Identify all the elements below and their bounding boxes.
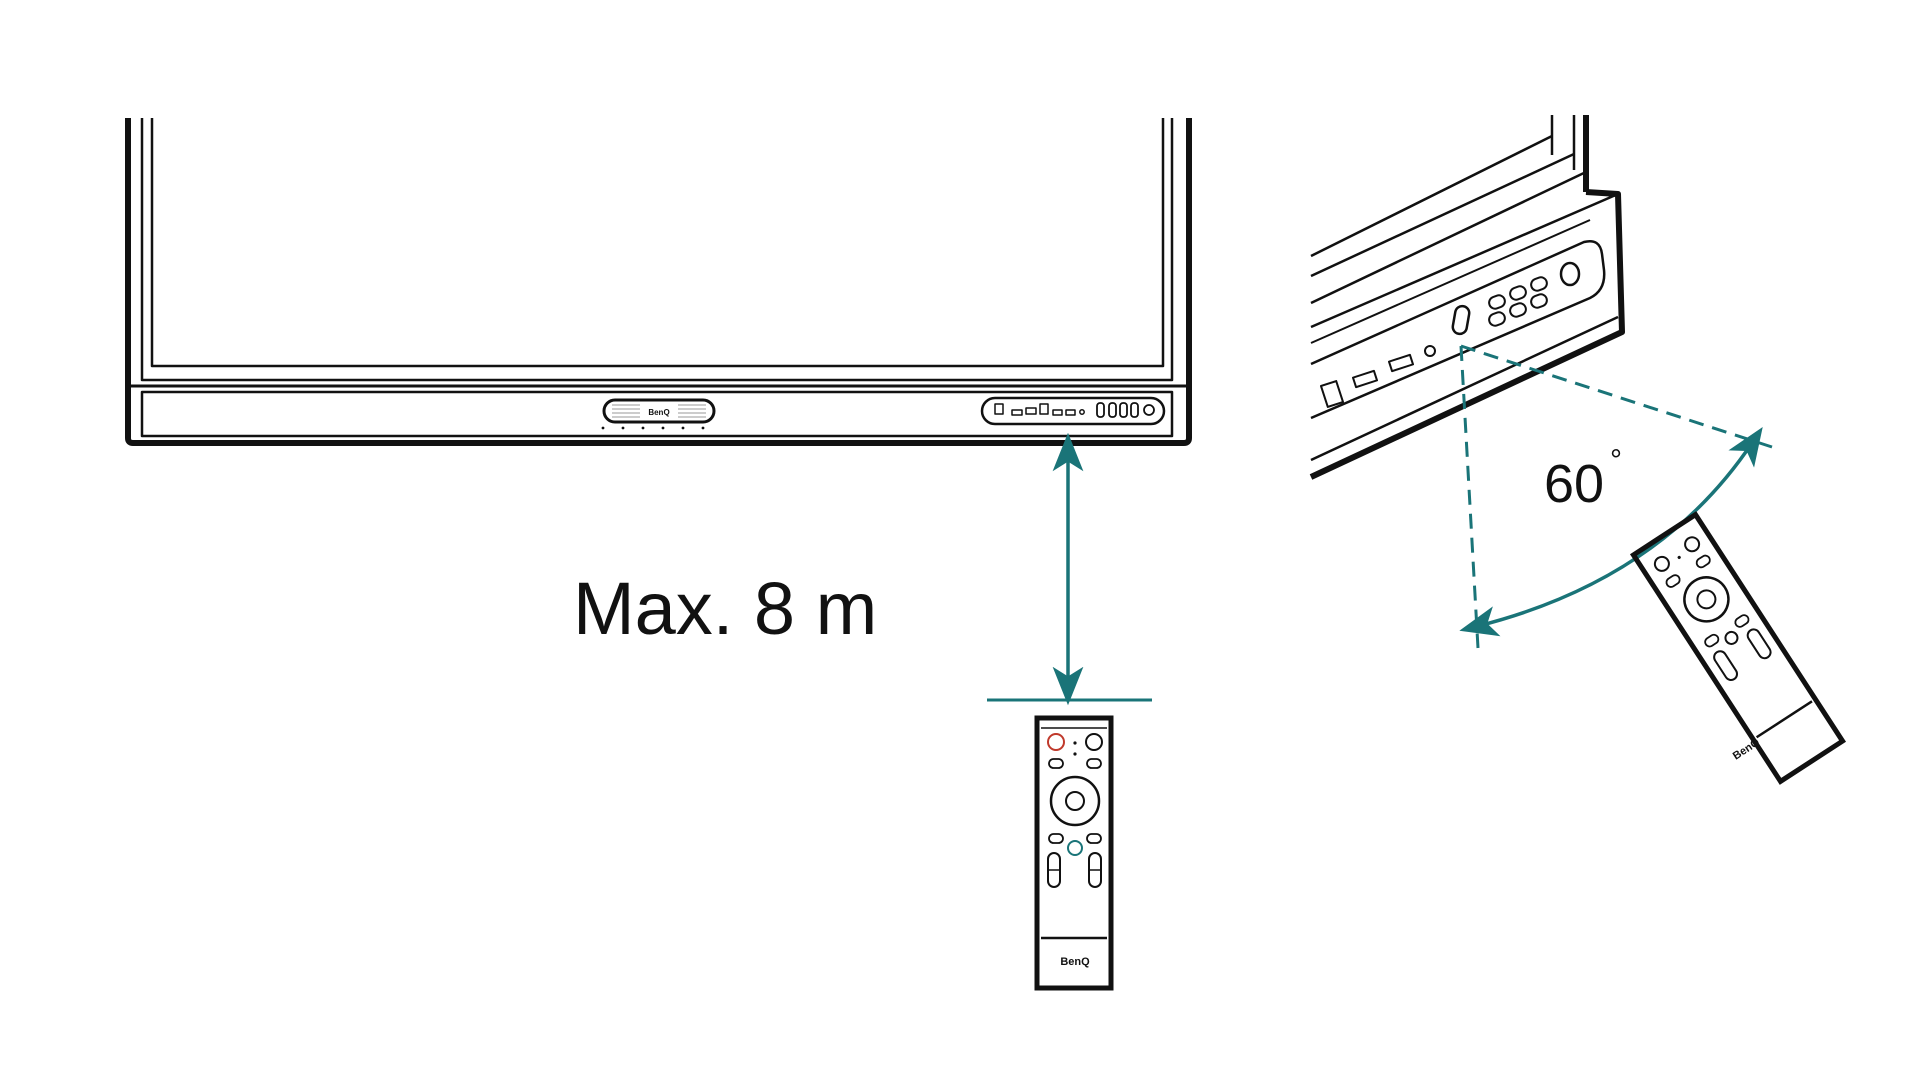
angle-unit: ° bbox=[1610, 444, 1622, 477]
front-display-icon bbox=[125, 118, 1192, 446]
remote-control-icon bbox=[1034, 715, 1114, 991]
front-display-logo: BenQ bbox=[648, 408, 669, 417]
angle-indicator bbox=[1459, 344, 1773, 649]
remote-logo: BenQ bbox=[1060, 956, 1090, 968]
distance-label: Max. 8 m bbox=[573, 567, 877, 650]
angle-ray-vertical bbox=[1459, 345, 1480, 649]
angle-ray-diagonal bbox=[1460, 344, 1773, 449]
angle-label: 60 bbox=[1544, 454, 1604, 514]
remote-control-angled-icon bbox=[1629, 511, 1847, 785]
side-display-icon bbox=[1309, 115, 1625, 480]
